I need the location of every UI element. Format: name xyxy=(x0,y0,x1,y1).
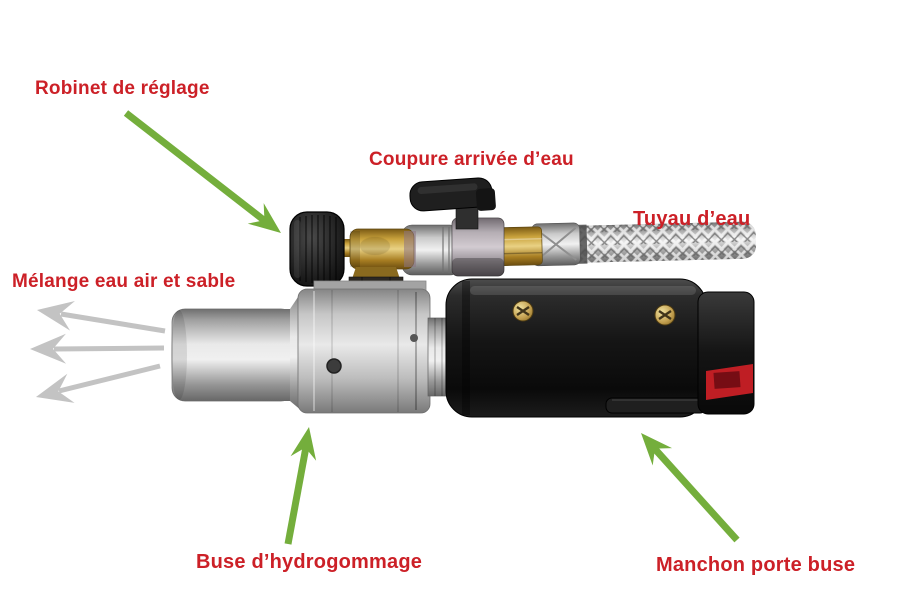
hose-brass-nut xyxy=(495,226,543,267)
label-water-air-sand-mix: Mélange eau air et sable xyxy=(12,271,236,292)
hose-ferrule xyxy=(531,222,581,267)
valve-lever-handle xyxy=(409,177,496,212)
hydro-blasting-nozzle-body xyxy=(297,288,431,414)
sleeve-screw-right xyxy=(654,304,676,326)
spray-arrow-top xyxy=(37,301,166,334)
annotation-arrows xyxy=(123,110,740,545)
tee-lower-neck xyxy=(352,267,400,279)
brass-stamp xyxy=(360,237,390,255)
spray-arrow-middle xyxy=(30,333,165,364)
gun-body-coupling xyxy=(697,291,755,415)
spray-arrow-bottom xyxy=(36,363,161,403)
arrow-to-nozzle xyxy=(284,427,317,545)
nozzle-holder-sleeve xyxy=(445,278,707,418)
nozzle-set-screw-hole xyxy=(326,358,342,374)
sleeve-screw-left xyxy=(512,300,534,322)
water-shutoff-valve xyxy=(401,177,505,277)
label-adjustment-valve: Robinet de réglage xyxy=(35,78,210,99)
label-water-shutoff: Coupure arrivée d’eau xyxy=(369,149,574,170)
adjustment-knob xyxy=(289,211,345,287)
label-nozzle-holder-sleeve: Manchon porte buse xyxy=(656,554,856,576)
nozzle-outlet-tip xyxy=(171,291,302,411)
spray-arrows xyxy=(30,301,166,403)
arrow-to-adjustment-knob xyxy=(123,110,281,233)
arrow-to-sleeve xyxy=(641,433,740,543)
water-hose xyxy=(495,221,757,267)
label-water-hose: Tuyau d’eau xyxy=(633,208,751,230)
label-hydro-blasting-nozzle: Buse d’hydrogommage xyxy=(196,551,423,573)
nozzle-pin-hole xyxy=(410,334,418,342)
